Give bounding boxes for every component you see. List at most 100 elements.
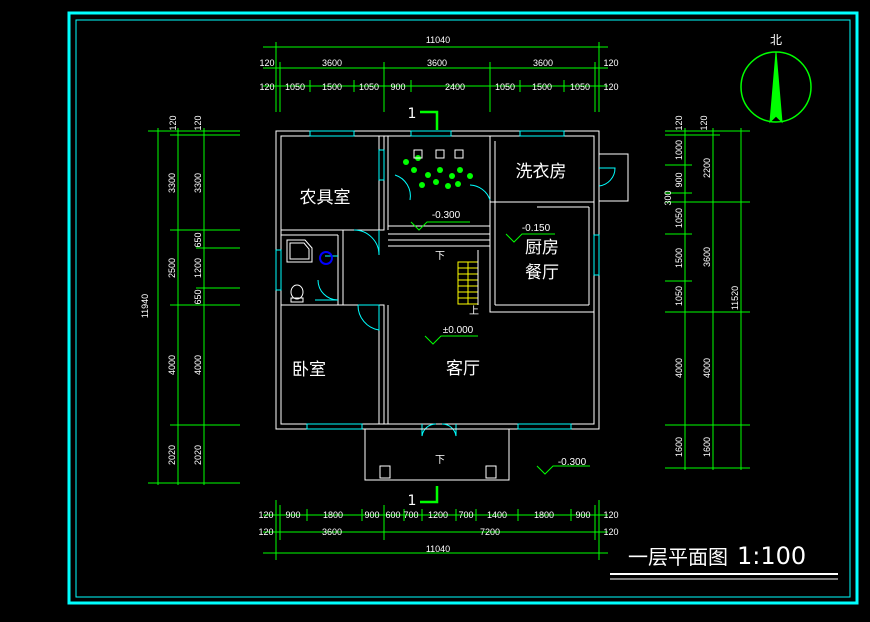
- porch-stair-down-label: 下: [435, 455, 445, 466]
- svg-text:120: 120: [258, 510, 273, 520]
- svg-text:2500: 2500: [167, 258, 177, 278]
- svg-text:600: 600: [385, 510, 400, 520]
- bathroom-fixtures: [286, 239, 313, 303]
- svg-text:1400: 1400: [487, 510, 507, 520]
- porch: [364, 428, 510, 481]
- svg-text:650: 650: [193, 232, 203, 247]
- svg-text:-0.300: -0.300: [558, 457, 587, 468]
- svg-text:1800: 1800: [534, 510, 554, 520]
- level-marker-kitchen: -0.150: [505, 223, 555, 243]
- svg-text:120: 120: [259, 58, 274, 68]
- svg-text:3300: 3300: [167, 173, 177, 193]
- drawing-frame-inner: [75, 19, 851, 598]
- svg-text:120: 120: [603, 527, 618, 537]
- interior-stair: [457, 261, 479, 305]
- svg-text:900: 900: [364, 510, 379, 520]
- top-dim-row1-labels: 120 3600 3600 3600 120: [259, 58, 618, 68]
- room-label-laundry: 洗衣房: [516, 162, 567, 182]
- interior-walls: [280, 135, 629, 425]
- north-label: 北: [770, 33, 782, 47]
- level-marker-main: ±0.000: [424, 325, 478, 345]
- left-overall-dim: 11940: [140, 294, 150, 318]
- bottom-dim-row1-labels: 120 900 1800 900 600 700 1200 700 1400 1…: [258, 510, 618, 520]
- svg-text:2400: 2400: [445, 82, 465, 92]
- svg-text:700: 700: [403, 510, 418, 520]
- svg-text:1800: 1800: [323, 510, 343, 520]
- svg-text:1600: 1600: [674, 437, 684, 457]
- svg-text:1: 1: [408, 106, 417, 122]
- svg-text:-0.300: -0.300: [432, 210, 461, 221]
- svg-text:1500: 1500: [674, 248, 684, 268]
- section-marker-top: 1: [408, 106, 439, 130]
- svg-text:4000: 4000: [674, 358, 684, 378]
- left-inner-dim-labels: 120 3300 650 1200 650 4000 2020: [193, 115, 203, 465]
- svg-text:900: 900: [285, 510, 300, 520]
- svg-text:120: 120: [259, 82, 274, 92]
- right-overall-dim: 11520: [730, 286, 740, 310]
- interior-stair-walls: [477, 250, 491, 305]
- title-text: 一层平面图: [628, 545, 728, 569]
- svg-text:650: 650: [193, 289, 203, 304]
- room-label-dining: 餐厅: [525, 263, 559, 283]
- svg-text:1200: 1200: [193, 258, 203, 278]
- svg-text:300: 300: [663, 190, 673, 205]
- svg-text:120: 120: [699, 115, 709, 130]
- svg-text:900: 900: [575, 510, 590, 520]
- svg-text:1050: 1050: [495, 82, 515, 92]
- right-dimension-lines: [665, 128, 750, 470]
- level-marker-entry: -0.300: [410, 210, 470, 231]
- section-marker-bottom: 1: [408, 486, 439, 509]
- room-label-living: 客厅: [446, 359, 480, 379]
- level-marker-outside: -0.300: [536, 457, 590, 475]
- svg-text:7200: 7200: [480, 527, 500, 537]
- right-outer-dim-labels: 120 2200 3600 4000 1600: [699, 115, 712, 457]
- svg-text:±0.000: ±0.000: [443, 325, 474, 336]
- drawing-title: 一层平面图 1:100: [610, 542, 838, 580]
- windows: [275, 130, 600, 430]
- svg-text:3600: 3600: [427, 58, 447, 68]
- svg-text:120: 120: [603, 510, 618, 520]
- svg-text:120: 120: [674, 115, 684, 130]
- svg-text:3600: 3600: [322, 527, 342, 537]
- room-label-kitchen: 厨房: [525, 238, 559, 258]
- svg-text:1: 1: [408, 493, 417, 509]
- stair-up-label: 上: [469, 305, 479, 317]
- courtyard-plants: [403, 155, 473, 189]
- svg-text:120: 120: [168, 115, 178, 130]
- right-inner-dim-labels: 120 1000 900 300 1050 1500 1050 4000 160…: [663, 115, 684, 457]
- svg-text:1050: 1050: [359, 82, 379, 92]
- svg-text:900: 900: [390, 82, 405, 92]
- svg-text:1050: 1050: [570, 82, 590, 92]
- svg-text:4000: 4000: [167, 355, 177, 375]
- svg-text:3600: 3600: [702, 247, 712, 267]
- svg-text:120: 120: [193, 115, 203, 130]
- svg-text:1050: 1050: [674, 208, 684, 228]
- top-overall-dim: 11040: [426, 35, 450, 45]
- floor-drain-icon: [319, 251, 333, 265]
- bottom-overall-dim: 11040: [426, 544, 450, 554]
- left-outer-dim-labels: 120 3300 2500 4000 2020: [167, 115, 178, 465]
- svg-text:4000: 4000: [702, 358, 712, 378]
- bottom-dim-row2-labels: 120 3600 7200 120: [258, 527, 618, 537]
- svg-text:120: 120: [603, 58, 618, 68]
- svg-text:1050: 1050: [674, 286, 684, 306]
- svg-text:1600: 1600: [702, 437, 712, 457]
- drawing-frame-outer: [67, 11, 859, 605]
- svg-text:700: 700: [458, 510, 473, 520]
- svg-text:3300: 3300: [193, 173, 203, 193]
- svg-text:2020: 2020: [193, 445, 203, 465]
- bottom-dimension-lines: [263, 500, 608, 560]
- entry-stair-down-label: 下: [435, 251, 445, 262]
- svg-text:1500: 1500: [532, 82, 552, 92]
- top-dim-row2-labels: 120 1050 1500 1050 900 2400 1050 1500 10…: [259, 82, 618, 92]
- svg-text:900: 900: [674, 172, 684, 187]
- svg-text:1500: 1500: [322, 82, 342, 92]
- top-dimension-lines: [263, 42, 608, 112]
- room-label-tools: 农具室: [300, 188, 351, 208]
- svg-text:4000: 4000: [193, 355, 203, 375]
- svg-text:3600: 3600: [322, 58, 342, 68]
- svg-text:3600: 3600: [533, 58, 553, 68]
- svg-text:2200: 2200: [702, 158, 712, 178]
- title-scale: 1:100: [737, 542, 806, 570]
- svg-text:120: 120: [258, 527, 273, 537]
